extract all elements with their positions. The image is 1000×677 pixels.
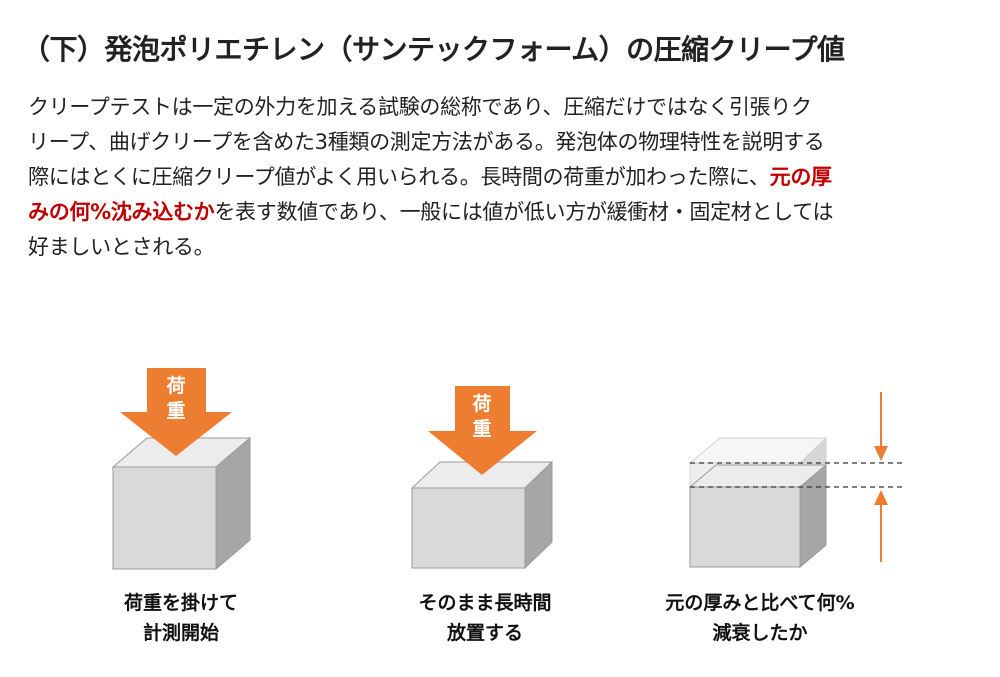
cube-2-front xyxy=(411,487,526,569)
paragraph-line-4: みの何%沈み込むかを表す数値であり、一般には値が低い方が緩衝材・固定材としては xyxy=(28,195,978,230)
load-arrow-1-label-1: 荷 xyxy=(166,374,185,397)
step-3-caption-line-2: 減衰したか xyxy=(712,622,808,644)
load-arrow-2-label-2: 重 xyxy=(472,418,491,440)
description-paragraph: クリープテストは一定の外力を加える試験の総称であり、圧縮だけではなく引張りク リ… xyxy=(28,90,978,265)
measure-arrow-up xyxy=(874,490,888,562)
highlight-text-1: 元の厚 xyxy=(769,165,832,189)
cube-3-front xyxy=(689,486,801,568)
load-arrow-1 xyxy=(120,368,232,456)
step-2-cube xyxy=(410,460,554,570)
step-1-caption-line-1: 荷重を掛けて xyxy=(123,592,238,614)
load-arrow-2 xyxy=(428,386,537,475)
load-arrow-2-label-1: 荷 xyxy=(472,392,491,415)
step-1-cube xyxy=(111,436,252,571)
step-3-cube xyxy=(688,463,828,569)
paragraph-line-1: クリープテストは一定の外力を加える試験の総称であり、圧縮だけではなく引張りク xyxy=(28,95,812,119)
step-3-caption-line-1: 元の厚みと比べて何% xyxy=(665,592,855,614)
cube-1-front xyxy=(112,466,217,570)
step-2-caption-line-1: そのまま長時間 xyxy=(418,592,552,614)
step-2-load-arrow: 荷 重 xyxy=(428,386,537,475)
step-1-caption: 荷重を掛けて 計測開始 xyxy=(96,588,266,648)
measure-arrow-down xyxy=(874,392,888,461)
paragraph-line-3-text: 際にはとくに圧縮クリープ値がよく用いられる。長時間の荷重が加わった際に、 xyxy=(28,165,770,189)
step-2-caption-line-2: 放置する xyxy=(446,622,523,644)
step-3-caption: 元の厚みと比べて何% 減衰したか xyxy=(640,588,880,648)
highlight-text-2: みの何%沈み込むか xyxy=(28,200,215,224)
page-title: （下）発泡ポリエチレン（サンテックフォーム）の圧縮クリープ値 xyxy=(22,33,845,66)
paragraph-line-2: リープ、曲げクリープを含めた3種類の測定方法がある。発泡体の物理特性を説明する xyxy=(28,130,825,154)
paragraph-line-4-text: を表す数値であり、一般には値が低い方が緩衝材・固定材としては xyxy=(214,200,834,224)
step-1-load-arrow: 荷 重 xyxy=(120,368,232,456)
paragraph-line-3: 際にはとくに圧縮クリープ値がよく用いられる。長時間の荷重が加わった際に、元の厚 xyxy=(28,160,978,195)
paragraph-line-5: 好ましいとされる。 xyxy=(28,235,215,259)
step-1-caption-line-2: 計測開始 xyxy=(142,622,219,644)
step-2-caption: そのまま長時間 放置する xyxy=(390,588,580,648)
load-arrow-1-label-2: 重 xyxy=(166,400,185,422)
